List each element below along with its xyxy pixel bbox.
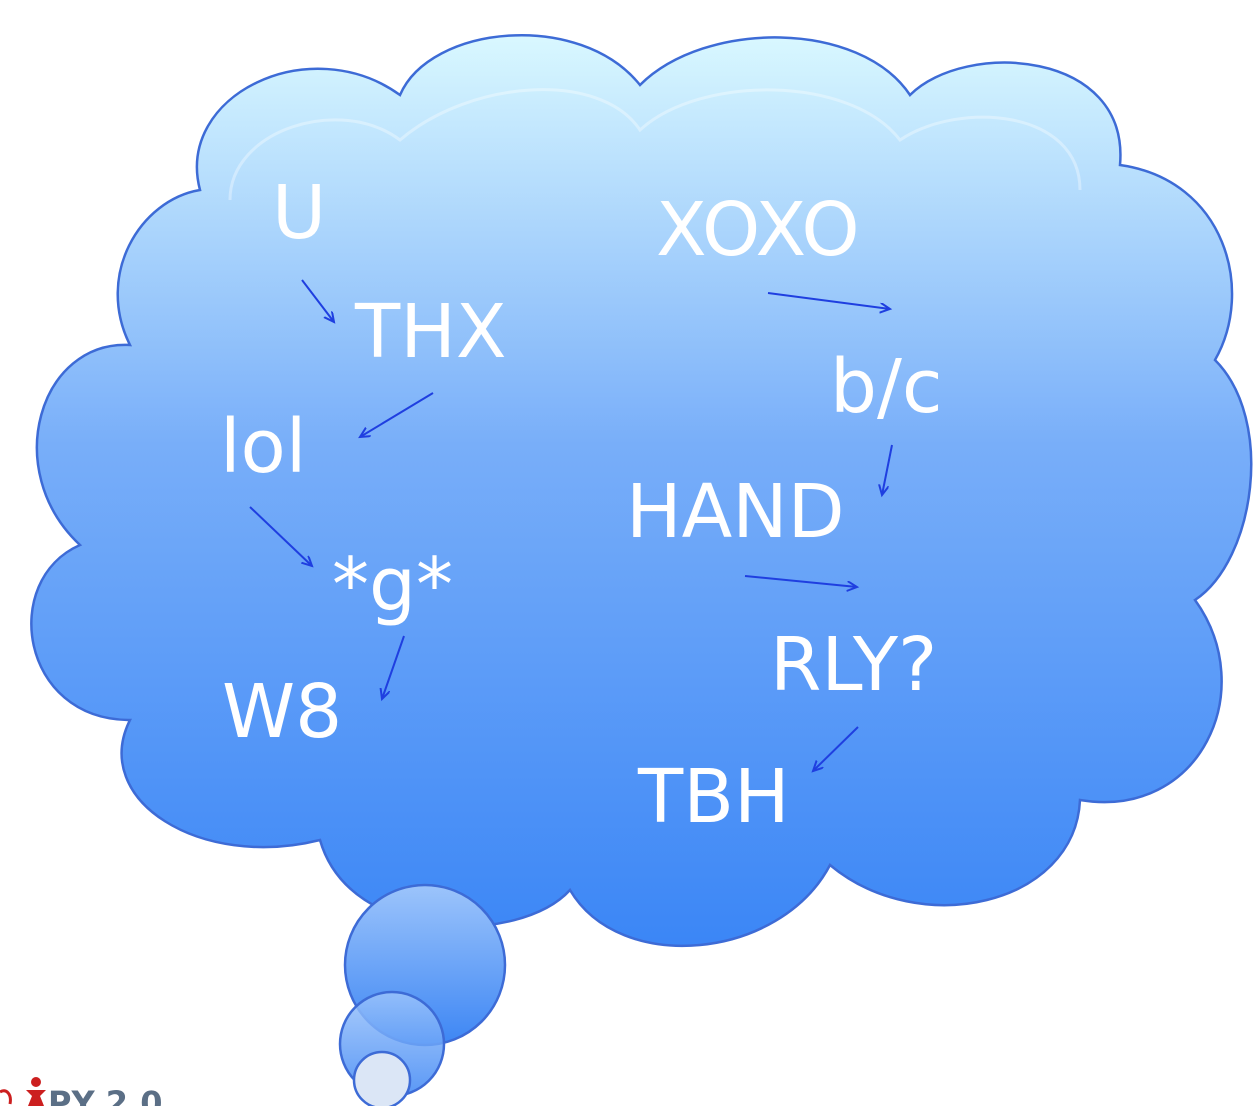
arrow-hand-rly <box>744 575 857 587</box>
arrow-g-w8 <box>382 635 405 699</box>
term-tbh: TBH <box>637 754 790 840</box>
term-w8: W8 <box>222 669 342 755</box>
person-icon <box>26 1077 46 1106</box>
arrow-u-thx <box>301 279 334 322</box>
term-xoxo: XOXO <box>656 187 860 273</box>
logo-text: PY 2.0 <box>48 1084 162 1106</box>
logo: PY 2.0 <box>0 1077 162 1106</box>
term-lol: lol <box>220 404 306 490</box>
thought-bubble-small <box>352 1050 412 1106</box>
arrow-rly-tbh <box>813 726 859 771</box>
arrow-xoxo-bc <box>767 292 890 309</box>
arrow-bc-hand <box>882 444 893 495</box>
term-thx: THX <box>354 289 507 375</box>
term-hand: HAND <box>626 469 845 555</box>
cloud <box>30 34 1253 948</box>
logo-swoosh <box>0 1089 12 1105</box>
arrows <box>249 279 893 771</box>
thought-bubbles <box>338 883 507 1106</box>
term-u: U <box>272 170 326 256</box>
cloud-shape <box>30 34 1253 948</box>
term-bc: b/c <box>830 344 943 430</box>
left-column: U THX lol *g* W8 <box>220 170 507 755</box>
right-column: XOXO b/c HAND RLY? TBH <box>626 187 943 840</box>
arrow-lol-g <box>249 506 312 566</box>
cloud-highlight <box>228 88 1082 201</box>
term-rly: RLY? <box>770 622 937 708</box>
term-g: *g* <box>332 542 453 628</box>
arrow-thx-lol <box>360 392 434 437</box>
